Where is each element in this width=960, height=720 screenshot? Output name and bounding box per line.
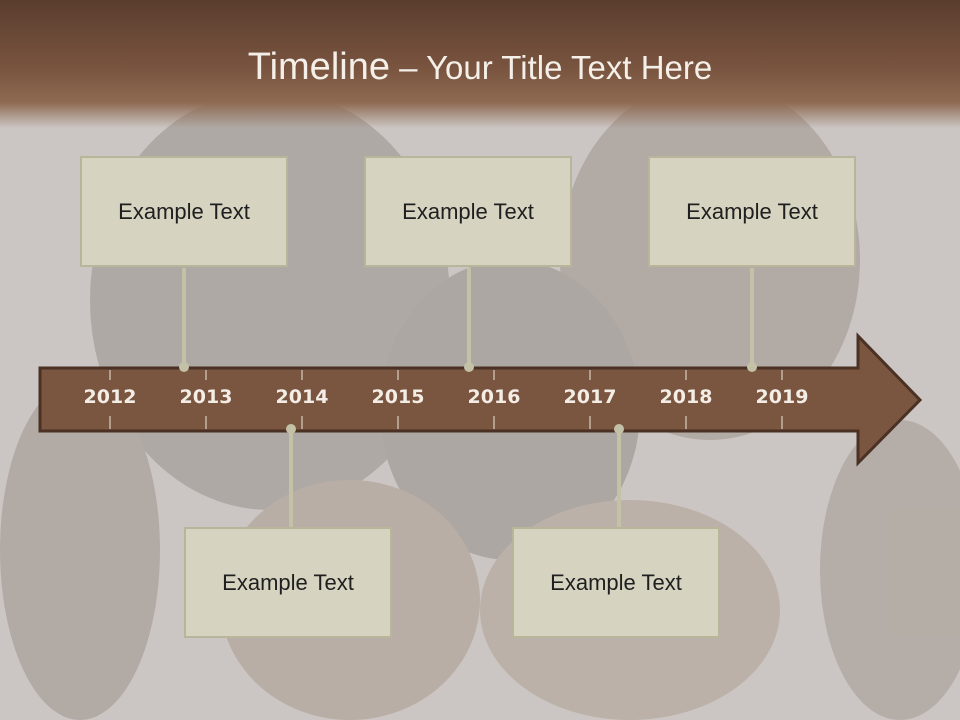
slide-title: Timeline – Your Title Text Here [0, 42, 960, 93]
year-label-2017: 2017 [563, 386, 617, 408]
timeline-arrow [38, 332, 923, 467]
event-box-top-2[interactable]: Example Text [364, 156, 572, 267]
year-label-2015: 2015 [371, 386, 425, 408]
event-box-top-1[interactable]: Example Text [80, 156, 288, 267]
title-dash: – [389, 49, 427, 86]
title-subtitle: Your Title Text Here [426, 49, 713, 86]
year-label-2012: 2012 [83, 386, 137, 408]
year-label-2016: 2016 [467, 386, 521, 408]
year-label-2019: 2019 [755, 386, 809, 408]
title-band [0, 0, 960, 128]
dot-bottom-2 [614, 424, 624, 434]
event-box-top-3[interactable]: Example Text [648, 156, 856, 267]
title-main: Timeline [247, 46, 390, 88]
year-label-2013: 2013 [179, 386, 233, 408]
dot-top-3 [747, 362, 757, 372]
dot-top-2 [464, 362, 474, 372]
event-box-bottom-1[interactable]: Example Text [184, 527, 392, 638]
dot-bottom-1 [286, 424, 296, 434]
year-label-2014: 2014 [275, 386, 329, 408]
event-box-bottom-2[interactable]: Example Text [512, 527, 720, 638]
year-ticks [109, 370, 783, 429]
dot-top-1 [179, 362, 189, 372]
year-label-2018: 2018 [659, 386, 713, 408]
